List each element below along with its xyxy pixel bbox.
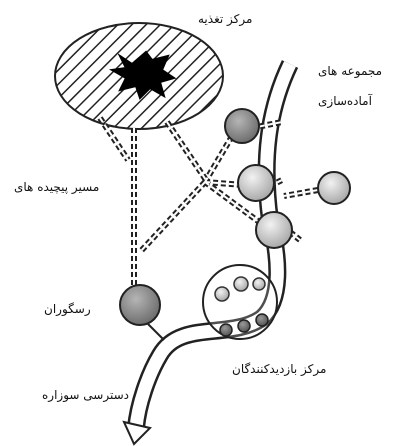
cell-light-1 — [215, 287, 229, 301]
neuron-alert-3 — [318, 172, 350, 204]
label-center: مرکز تغذیه — [198, 12, 252, 26]
neuron-alert-1 — [225, 109, 259, 143]
cell-dark-1 — [220, 324, 232, 336]
neuron-main — [120, 285, 160, 325]
output-connector — [148, 324, 164, 340]
cell-light-2 — [234, 277, 248, 291]
label-vertical-path: دسترسی سوزاره — [42, 388, 129, 402]
label-excitatory-center: مرکز بازدیدکنندگان — [232, 362, 326, 376]
neuron-alert-4 — [256, 212, 292, 248]
arrow-down-icon — [124, 422, 150, 444]
label-neurons: رسگوران — [44, 302, 91, 316]
cell-dark-3 — [256, 314, 268, 326]
cell-dark-2 — [238, 320, 250, 332]
neuron-alert-2 — [238, 165, 274, 201]
cell-light-3 — [253, 278, 265, 290]
label-alert-group-1: مجموعه های — [318, 64, 382, 78]
label-pathway: مسیر پیچیده های — [14, 180, 99, 194]
label-alert-group-2: آماده‌سازی — [318, 94, 372, 108]
